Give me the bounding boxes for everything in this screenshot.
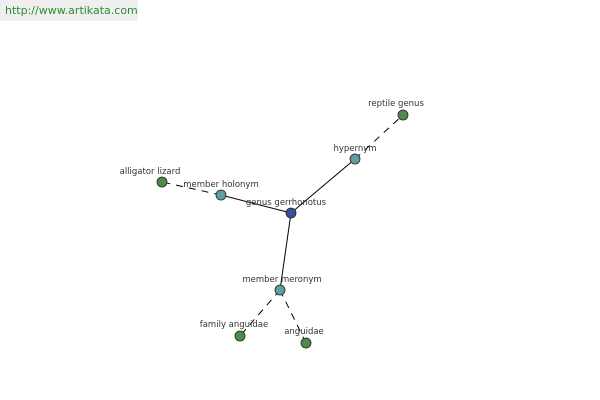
node-center[interactable] [285,207,297,219]
node-reptile-genus[interactable] [397,109,409,121]
node-member-holonym[interactable] [215,189,227,201]
node-family-anguidae[interactable] [234,330,246,342]
nodes [156,109,409,349]
node-alligator-lizard[interactable] [156,176,168,188]
node-member-meronym[interactable] [274,284,286,296]
edge-center-member-holonym [220,194,292,214]
edge-member-holonym-alligator-lizard [161,181,222,196]
label-center: genus gerrhonotus [246,198,327,208]
labels: genus gerrhonotus hypernym reptile genus… [120,99,425,337]
label-family-anguidae: family anguidae [200,320,269,330]
label-alligator-lizard: alligator lizard [120,167,181,177]
edge-center-hypernym [290,158,356,214]
edge-member-meronym-anguidae [279,289,307,344]
node-anguidae[interactable] [300,337,312,349]
source-banner: http://www.artikata.com [0,0,138,21]
edge-hypernym-reptile-genus [354,114,404,160]
source-link[interactable]: http://www.artikata.com [5,4,138,17]
edge-center-member-meronym [279,212,292,291]
edges [161,114,404,344]
label-anguidae: anguidae [284,327,324,337]
edge-member-meronym-family-anguidae [239,289,281,337]
node-hypernym[interactable] [349,153,361,165]
label-hypernym: hypernym [333,144,376,154]
label-reptile-genus: reptile genus [368,99,424,109]
label-member-holonym: member holonym [183,180,258,190]
label-member-meronym: member meronym [242,275,321,285]
